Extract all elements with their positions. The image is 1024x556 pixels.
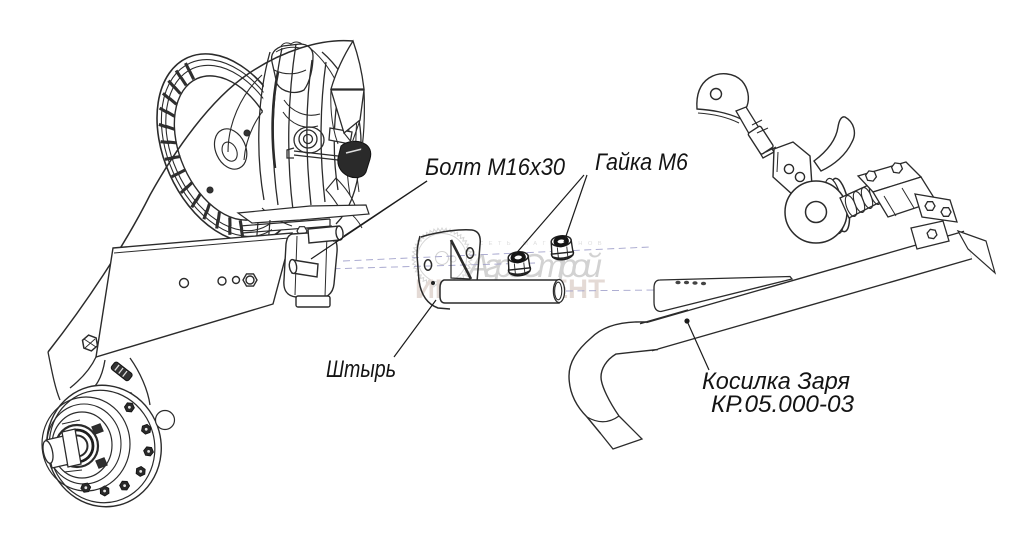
svg-text:Гайка М6: Гайка М6 <box>595 149 688 176</box>
svg-text:СЕТЬ МАГАЗИНОВ: СЕТЬ МАГАЗИНОВ <box>479 241 605 247</box>
svg-text:КР.05.000-03: КР.05.000-03 <box>711 391 855 418</box>
svg-text:Штырь: Штырь <box>326 356 396 383</box>
svg-text:Болт М16х30: Болт М16х30 <box>425 154 565 181</box>
svg-text:АгроСтрой: АгроСтрой <box>466 247 602 284</box>
svg-text:Косилка Заря: Косилка Заря <box>702 368 850 395</box>
